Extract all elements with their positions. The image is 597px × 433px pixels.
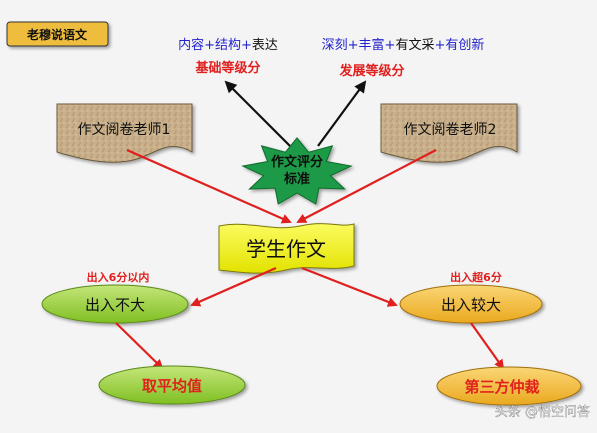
- arrow-teacher2-to-essay: [296, 149, 437, 223]
- large-diff-label: 出入较大: [441, 296, 501, 314]
- develop-grade-label: 发展等级分: [338, 63, 404, 79]
- arbitration-node: 第三方仲裁: [436, 366, 582, 406]
- arbitration-label: 第三方仲裁: [464, 378, 539, 396]
- teacher-1-label: 作文阅卷老师1: [78, 122, 171, 138]
- scoring-criteria-star: 作文评分 标准: [241, 137, 353, 205]
- star-label-line2: 标准: [283, 171, 310, 187]
- large-diff-node: 出入较大: [399, 284, 543, 324]
- brand-badge-label: 老穆说语文: [27, 27, 88, 42]
- average-node: 取平均值: [98, 365, 246, 405]
- basic-criteria-text: 内容+结构+表达: [178, 37, 278, 53]
- develop-criteria-text: 深刻+丰富+有文采+有创新: [322, 37, 485, 53]
- small-diff-note: 出入6分以内: [87, 270, 150, 284]
- brand-badge: 老穆说语文: [6, 21, 109, 47]
- basic-grade-label: 基础等级分: [194, 60, 260, 76]
- average-label: 取平均值: [142, 377, 202, 395]
- watermark: 头条 @悟空问答: [495, 404, 590, 420]
- arrow-teacher1-to-essay: [126, 148, 292, 224]
- arrow-to-average: [115, 322, 164, 370]
- teacher-1-banner: 作文阅卷老师1: [56, 103, 193, 163]
- arrow-to-basic-grade: [224, 80, 291, 147]
- arrow-essay-to-large-diff: [301, 266, 398, 307]
- small-diff-node: 出入不大: [41, 284, 189, 324]
- star-label-line1: 作文评分: [271, 154, 323, 170]
- star-shape: [241, 137, 353, 205]
- arrow-essay-to-small-diff: [190, 266, 277, 307]
- teacher-2-label: 作文阅卷老师2: [404, 122, 497, 138]
- arrow-to-arbitration: [470, 322, 505, 370]
- essay-label: 学生作文: [246, 237, 326, 261]
- small-diff-label: 出入不大: [85, 296, 145, 314]
- arrow-to-develop-grade: [317, 80, 367, 147]
- large-diff-note: 出入超6分: [450, 270, 502, 284]
- teacher-2-banner: 作文阅卷老师2: [380, 103, 518, 163]
- student-essay-box: 学生作文: [218, 223, 355, 274]
